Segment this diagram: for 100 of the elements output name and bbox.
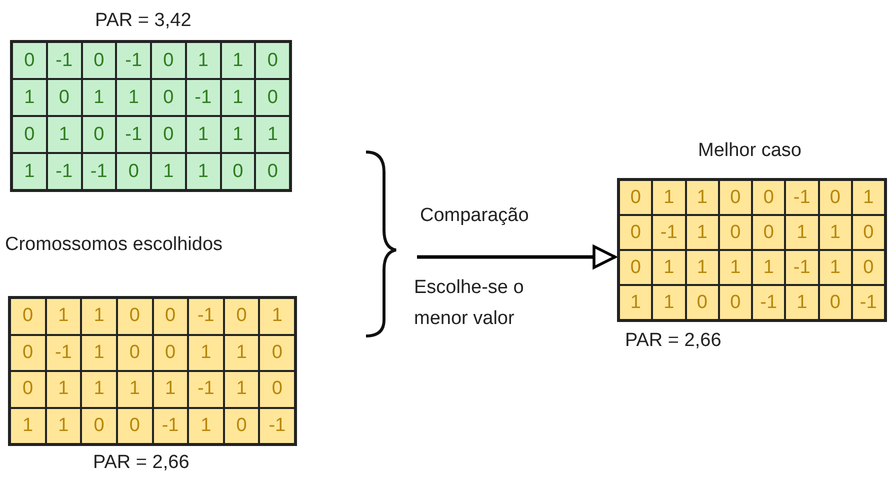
table-cell: -1: [116, 116, 151, 153]
table-cell: 1: [188, 334, 224, 371]
table-cell: 0: [255, 42, 290, 79]
table-cell: 1: [619, 285, 652, 320]
table-cell: 1: [186, 42, 220, 79]
table-cell: 1: [152, 371, 188, 408]
table-cell: 1: [220, 42, 256, 79]
table-cell: -1: [259, 408, 295, 444]
table-cell: 1: [686, 250, 719, 285]
table-cell: 0: [619, 215, 652, 250]
table-cell: 0: [259, 371, 295, 408]
table-cell: 0: [46, 79, 82, 116]
table-cell: -1: [188, 371, 224, 408]
table-cell: 1: [82, 79, 116, 116]
table-cell: 0: [116, 153, 151, 190]
edge-label: Comparação: [420, 205, 529, 227]
table-cell: 1: [186, 116, 220, 153]
table-cell: 0: [752, 215, 786, 250]
chromosome-table: [617, 178, 887, 322]
table-cell: 1: [186, 153, 220, 190]
table-cell: 1: [224, 334, 260, 371]
table-cell: 0: [82, 42, 116, 79]
table-cell: 0: [259, 334, 295, 371]
table-cell: -1: [116, 42, 151, 79]
table-cell: 1: [46, 408, 82, 444]
table-cell: 0: [818, 285, 852, 320]
table-cell: 0: [224, 298, 260, 334]
table-cell: 1: [785, 215, 818, 250]
table-cell: 0: [10, 298, 46, 334]
chromosome-table: [10, 40, 292, 192]
table-cell: 0: [116, 408, 152, 444]
table-cell: 0: [619, 250, 652, 285]
note: Cromossomos escolhidos: [5, 234, 223, 256]
table-cell: 1: [652, 250, 686, 285]
table-cell: 0: [10, 334, 46, 371]
table-cell: 0: [818, 180, 852, 215]
table-cell: 1: [259, 298, 295, 334]
table-cell: 0: [852, 250, 885, 285]
table-cell: 0: [116, 298, 152, 334]
table-cell: 1: [81, 371, 117, 408]
table-cell: 0: [619, 180, 652, 215]
table-cell: 1: [12, 79, 47, 116]
table-cell: 1: [852, 180, 885, 215]
table-cell: 1: [686, 215, 719, 250]
table-cell: 1: [752, 250, 786, 285]
table-cell: -1: [652, 215, 686, 250]
table-cell: 1: [188, 408, 224, 444]
table-cell: 0: [255, 79, 290, 116]
node-label: PAR = 2,66: [93, 452, 190, 474]
table-cell: 1: [818, 250, 852, 285]
table-cell: 1: [151, 153, 186, 190]
table-cell: 1: [652, 180, 686, 215]
table-cell: 0: [686, 285, 719, 320]
table-cell: 1: [81, 298, 117, 334]
table-cell: 1: [12, 153, 47, 190]
table-cell: 0: [752, 180, 786, 215]
table-cell: -1: [785, 180, 818, 215]
table-cell: 0: [151, 116, 186, 153]
table-cell: 1: [652, 285, 686, 320]
table-cell: 1: [718, 250, 752, 285]
table-cell: 0: [152, 298, 188, 334]
table-cell: -1: [752, 285, 786, 320]
table-cell: -1: [186, 79, 220, 116]
table-cell: 0: [718, 215, 752, 250]
table-cell: 0: [12, 116, 47, 153]
table-cell: -1: [46, 153, 82, 190]
table-cell: 0: [255, 153, 290, 190]
table-cell: 1: [818, 215, 852, 250]
table-cell: 1: [686, 180, 719, 215]
table-cell: 0: [151, 79, 186, 116]
table-cell: 1: [46, 116, 82, 153]
arrow: [417, 245, 616, 269]
table-cell: -1: [46, 42, 82, 79]
table-cell: 1: [10, 408, 46, 444]
table-cell: 1: [255, 116, 290, 153]
table-cell: -1: [188, 298, 224, 334]
table-cell: 0: [10, 371, 46, 408]
table-cell: -1: [785, 250, 818, 285]
chromosome-table: [8, 296, 297, 446]
table-cell: 0: [152, 334, 188, 371]
table-cell: 1: [116, 371, 152, 408]
table-cell: -1: [852, 285, 885, 320]
table-cell: 0: [852, 215, 885, 250]
table-cell: 0: [224, 408, 260, 444]
table-cell: 1: [220, 79, 256, 116]
table-cell: 0: [220, 153, 256, 190]
table-cell: 1: [116, 79, 151, 116]
table-cell: 0: [81, 408, 117, 444]
table-cell: 0: [718, 180, 752, 215]
node-label: PAR = 3,42: [95, 10, 192, 32]
table-cell: 1: [81, 334, 117, 371]
node-label: PAR = 2,66: [625, 330, 722, 352]
node-label: Melhor caso: [698, 140, 802, 162]
table-cell: 1: [46, 298, 82, 334]
table-cell: 0: [718, 285, 752, 320]
table-cell: 1: [785, 285, 818, 320]
table-cell: 1: [224, 371, 260, 408]
table-cell: -1: [152, 408, 188, 444]
table-cell: 0: [151, 42, 186, 79]
table-cell: 0: [12, 42, 47, 79]
